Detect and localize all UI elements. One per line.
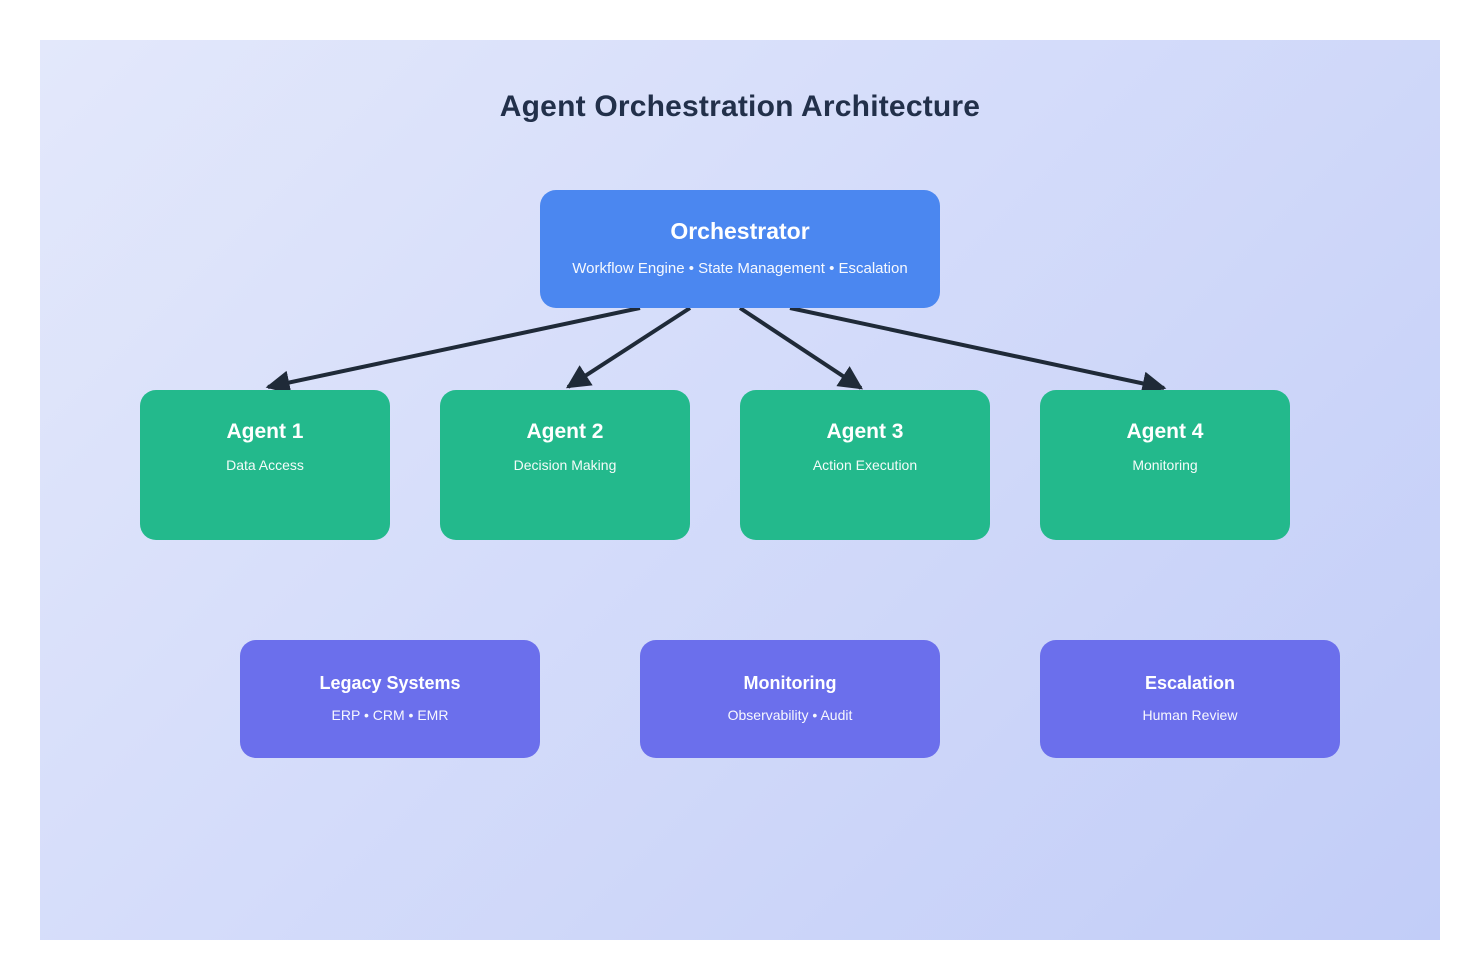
escalation-title: Escalation: [1144, 673, 1236, 693]
monitoring-subtitle: Observability • Audit: [727, 707, 853, 723]
diagram-canvas: Agent Orchestration Architecture Orchest…: [40, 40, 1440, 940]
agent-1-node: Agent 1 Data Access: [140, 390, 390, 540]
legacy-systems-subtitle: ERP • CRM • EMR: [331, 707, 449, 723]
arrow-orchestrator-to-agent2: [565, 306, 692, 389]
agent-3-title: Agent 3: [826, 420, 904, 443]
agent-4-node: Agent 4 Monitoring: [1040, 390, 1290, 540]
diagram-title: Agent Orchestration Architecture: [499, 90, 981, 123]
arrow-orchestrator-to-agent3: [738, 306, 864, 390]
arrow-orchestrator-to-agent4: [789, 306, 1167, 396]
agent-3-node: Agent 3 Action Execution: [740, 390, 990, 540]
agent-4-title: Agent 4: [1126, 420, 1204, 443]
agent-1-subtitle: Data Access: [226, 457, 304, 473]
escalation-subtitle: Human Review: [1142, 707, 1238, 723]
orchestrator-title: Orchestrator: [670, 218, 810, 244]
agent-2-title: Agent 2: [526, 420, 604, 443]
arrow-orchestrator-to-agent1: [265, 306, 641, 395]
monitoring-node: Monitoring Observability • Audit: [640, 640, 940, 758]
orchestrator-subtitle: Workflow Engine • State Management • Esc…: [572, 260, 908, 277]
agent-3-subtitle: Action Execution: [812, 457, 918, 473]
agent-1-title: Agent 1: [226, 420, 304, 443]
legacy-systems-node: Legacy Systems ERP • CRM • EMR: [240, 640, 540, 758]
agent-4-subtitle: Monitoring: [1132, 457, 1198, 473]
escalation-node: Escalation Human Review: [1040, 640, 1340, 758]
agent-2-subtitle: Decision Making: [513, 457, 617, 473]
monitoring-title: Monitoring: [743, 673, 837, 693]
agent-2-node: Agent 2 Decision Making: [440, 390, 690, 540]
legacy-systems-title: Legacy Systems: [319, 673, 461, 693]
orchestrator-node: Orchestrator Workflow Engine • State Man…: [540, 190, 940, 308]
